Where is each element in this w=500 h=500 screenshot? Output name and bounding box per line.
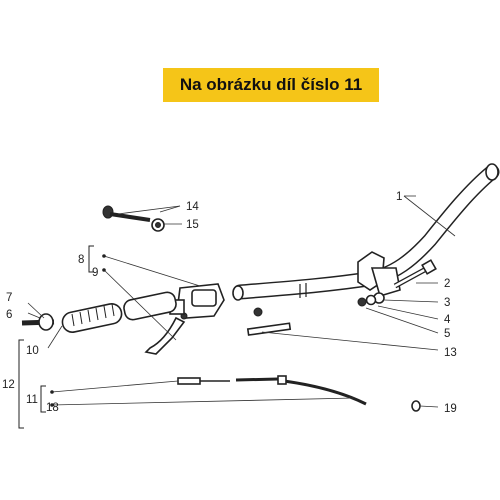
callout-19: 19	[444, 403, 457, 415]
callout-7: 7	[6, 292, 12, 304]
callout-13: 13	[444, 347, 457, 359]
nut-part-15	[151, 218, 165, 232]
callout-8: 8	[78, 254, 84, 266]
highlight-banner: Na obrázku díl číslo 11	[163, 68, 379, 102]
bolt-part-14	[102, 205, 151, 222]
callout-6: 6	[6, 309, 12, 321]
callout-4: 4	[444, 314, 451, 326]
banner-text: Na obrázku díl číslo 11	[179, 75, 363, 94]
handlebar-tube	[232, 163, 500, 301]
callout-labels: 1 2 3 4 5 6 7 8 9 10 11 12 13 14 15 18 1…	[2, 191, 457, 415]
callout-9: 9	[92, 267, 98, 279]
group-brackets	[18, 245, 106, 429]
callout-3: 3	[444, 297, 450, 309]
bar-end-bolt	[21, 313, 55, 331]
leader-lines	[27, 195, 456, 408]
adjuster-part-13	[246, 307, 292, 336]
callout-18: 18	[46, 402, 59, 414]
throttle-grip	[61, 291, 177, 333]
callout-2: 2	[444, 278, 450, 290]
washers-parts-3-5	[357, 292, 385, 307]
brake-lever-assembly	[144, 283, 225, 355]
callout-15: 15	[186, 219, 199, 231]
callout-14: 14	[186, 201, 199, 213]
clip-part-19	[411, 400, 421, 412]
callout-10: 10	[26, 345, 39, 357]
callout-5: 5	[444, 328, 450, 340]
callout-12: 12	[2, 379, 15, 391]
callout-11: 11	[26, 394, 38, 406]
bolt-part-2	[393, 259, 437, 289]
callout-1: 1	[396, 191, 402, 203]
